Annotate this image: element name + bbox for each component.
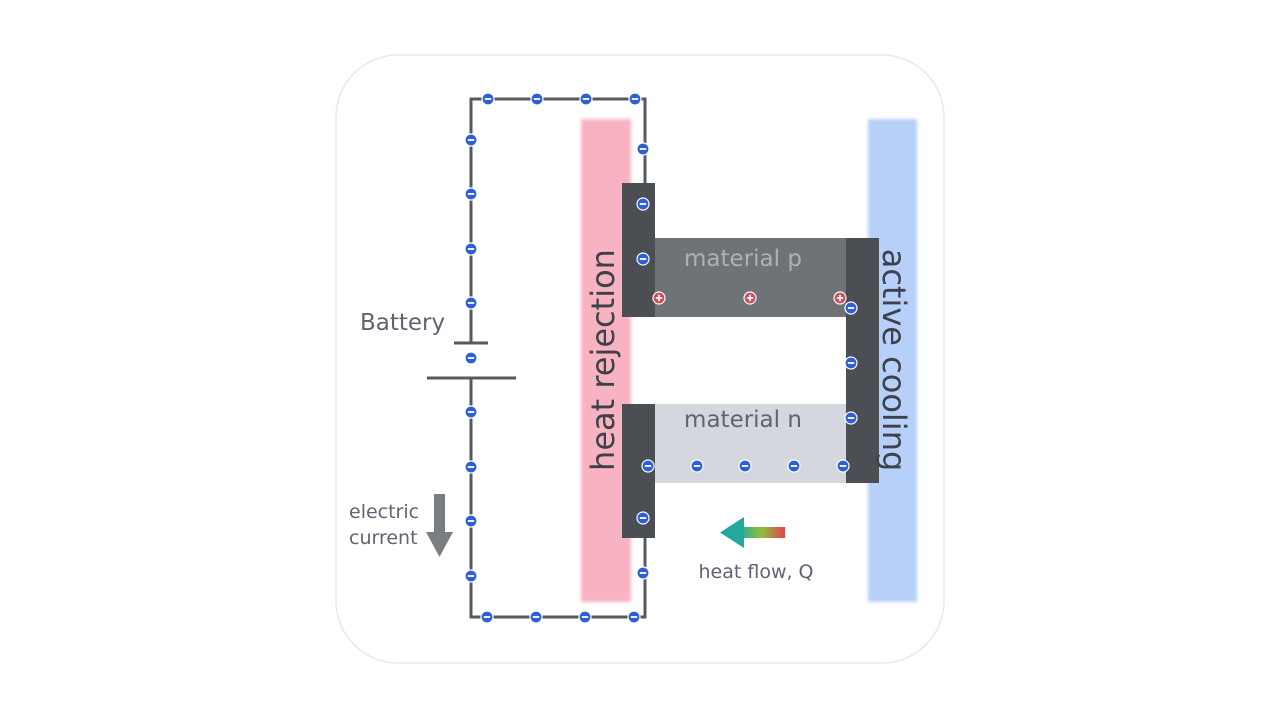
electron-icon xyxy=(641,459,655,473)
electron-icon xyxy=(579,92,593,106)
electric-current-label-line1: electric xyxy=(349,501,419,523)
electron-icon xyxy=(844,356,858,370)
electron-group xyxy=(464,92,858,624)
electron-icon xyxy=(464,569,478,583)
electron-icon xyxy=(578,610,592,624)
electron-icon xyxy=(787,459,801,473)
electron-icon xyxy=(464,405,478,419)
material-p-label: material p xyxy=(684,246,802,272)
electron-icon xyxy=(464,514,478,528)
electron-icon xyxy=(844,411,858,425)
electron-icon xyxy=(464,242,478,256)
electron-icon xyxy=(690,459,704,473)
electron-icon xyxy=(844,301,858,315)
material-n-block xyxy=(655,404,848,483)
electric-current-label-line2: current xyxy=(349,527,418,549)
heat-flow-arrow-icon xyxy=(720,517,785,548)
electron-icon xyxy=(627,610,641,624)
wire-top xyxy=(469,97,647,343)
electron-icon xyxy=(464,351,478,365)
electron-icon xyxy=(636,142,650,156)
electron-icon xyxy=(464,133,478,147)
active-cooling-label: active cooling xyxy=(875,249,913,472)
electron-icon xyxy=(636,511,650,525)
material-n-label: material n xyxy=(684,407,802,433)
electron-icon xyxy=(836,459,850,473)
electron-icon xyxy=(738,459,752,473)
electron-icon xyxy=(529,610,543,624)
electron-icon xyxy=(464,296,478,310)
hole-group xyxy=(652,291,847,305)
electron-icon xyxy=(530,92,544,106)
electron-icon xyxy=(636,252,650,266)
hole-icon xyxy=(833,291,847,305)
current-arrow-icon xyxy=(426,494,453,557)
electron-icon xyxy=(464,187,478,201)
electron-icon xyxy=(480,610,494,624)
electron-icon xyxy=(636,566,650,580)
heat-flow-label: heat flow, Q xyxy=(698,561,813,583)
heat-rejection-label: heat rejection xyxy=(584,249,622,471)
battery-label: Battery xyxy=(360,310,445,336)
electron-icon xyxy=(628,92,642,106)
electron-icon xyxy=(464,460,478,474)
card-frame xyxy=(335,54,945,664)
hole-icon xyxy=(652,291,666,305)
hole-icon xyxy=(743,291,757,305)
electron-icon xyxy=(481,92,495,106)
electron-icon xyxy=(636,197,650,211)
